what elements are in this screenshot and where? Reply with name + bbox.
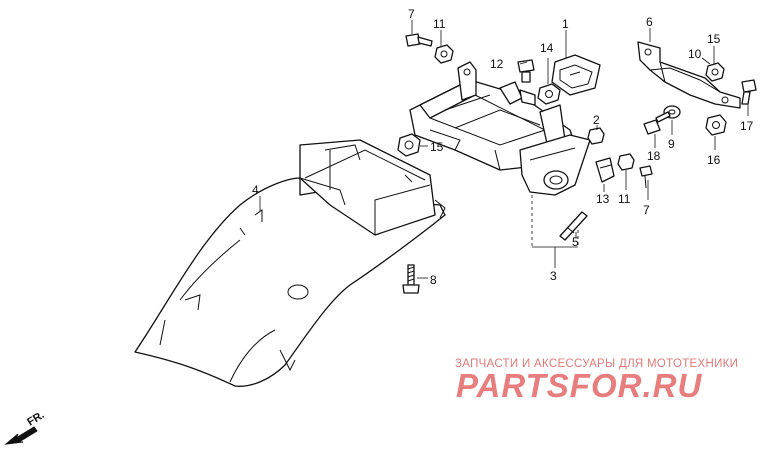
nut-16	[705, 114, 727, 136]
callout-4: 4	[252, 183, 259, 197]
bolt-8	[402, 264, 420, 294]
callout-2: 2	[593, 113, 600, 127]
rear-fender	[134, 139, 446, 387]
reflector-1	[551, 54, 601, 96]
callout-6: 6	[646, 15, 653, 29]
callout-18: 18	[647, 149, 661, 163]
callout-7-lower: 7	[643, 203, 650, 217]
callout-15-right: 15	[707, 32, 721, 46]
nut-11-top	[434, 44, 454, 64]
callout-5: 5	[572, 235, 579, 249]
nut-14	[537, 83, 561, 105]
nut-15-fender	[397, 133, 421, 157]
watermark-subtitle: ЗАПЧАСТИ И АКСЕССУАРЫ ДЛЯ МОТОТЕХНИКИ	[455, 358, 739, 370]
callout-16: 16	[707, 153, 721, 167]
callout-12: 12	[490, 57, 504, 71]
direction-label: FR.	[25, 410, 46, 429]
leader-lines	[259, 20, 749, 279]
rod-5	[559, 211, 588, 241]
callout-14: 14	[540, 41, 554, 55]
bolt-7-top	[405, 33, 433, 47]
front-direction-arrow-icon: FR.	[4, 410, 47, 445]
callout-8: 8	[430, 273, 437, 287]
callout-13: 13	[596, 192, 610, 206]
watermark-logo: PARTSFOR.RU	[456, 367, 703, 404]
bolt-12	[517, 59, 535, 83]
nut-15-right	[705, 62, 725, 82]
callout-11-top: 11	[433, 17, 446, 31]
callout-labels: 1 2 3 4 5 6 7 7 8 9 10 11 11 12 13 14 15…	[252, 7, 754, 287]
callout-17: 17	[740, 119, 754, 133]
callout-7-top: 7	[408, 7, 415, 21]
nut-11-lower	[617, 153, 635, 171]
bolt-18	[643, 111, 671, 135]
callout-15-fender: 15	[430, 140, 444, 154]
bolt-17	[741, 79, 757, 105]
grommet-13	[595, 157, 615, 183]
callout-9: 9	[668, 137, 675, 151]
tail-mount-bracket	[519, 134, 591, 196]
callout-3: 3	[550, 269, 557, 283]
callout-11-lower: 11	[618, 192, 631, 206]
bracket-6	[637, 41, 741, 109]
callout-10: 10	[688, 47, 702, 61]
nut-2	[587, 127, 605, 145]
callout-1: 1	[562, 17, 569, 31]
bolt-7-lower	[639, 165, 653, 189]
